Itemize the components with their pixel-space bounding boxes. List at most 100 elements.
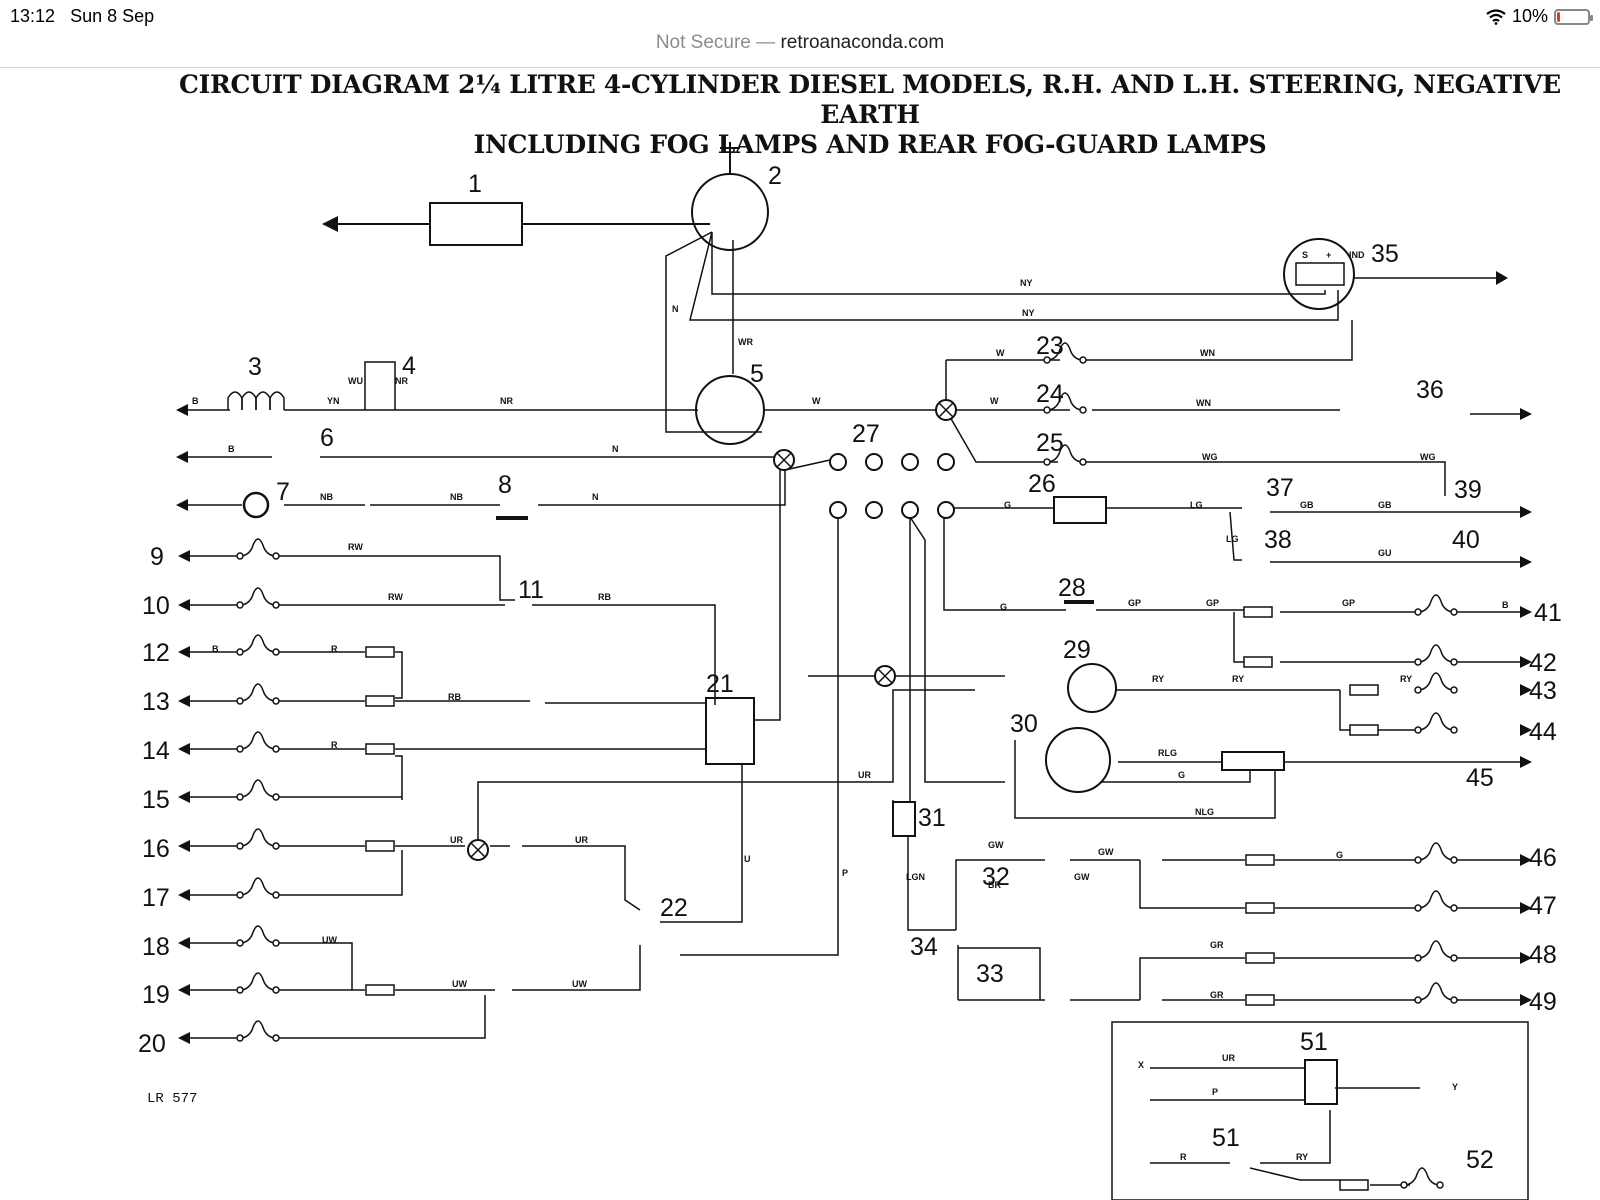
wire-code: NY: [1022, 308, 1035, 318]
wire-code: P: [842, 868, 848, 878]
resistor-symbol: [1245, 952, 1275, 964]
wire-code: RW: [348, 542, 363, 552]
resistor-symbol: [1349, 684, 1379, 696]
component-label: 51: [1300, 1028, 1328, 1056]
component-label: 24: [1036, 380, 1064, 408]
component-label: 35: [1371, 240, 1399, 268]
wire-code: UR: [858, 770, 871, 780]
diagram-title: CIRCUIT DIAGRAM 2¼ LITRE 4-CYLINDER DIES…: [170, 70, 1570, 160]
component-label: 40: [1452, 526, 1480, 554]
wire-code: NR: [395, 376, 408, 386]
bulb-symbol: [236, 587, 280, 609]
address-bar[interactable]: Not Secure — retroanaconda.com: [0, 30, 1600, 68]
component-label: 28: [1058, 574, 1086, 602]
wire-code: UW: [452, 979, 467, 989]
wire-code: UR: [575, 835, 588, 845]
component-label: 32: [982, 863, 1010, 891]
bulb-symbol: [236, 634, 280, 656]
wire-code: RLG: [1158, 748, 1177, 758]
resistor-symbol: [1245, 902, 1275, 914]
component-label: 44: [1529, 718, 1557, 746]
connector-ring: [937, 453, 955, 471]
bulb-symbol: [1414, 890, 1458, 912]
resistor-symbol: [365, 840, 395, 852]
bulb-symbol: [1043, 444, 1087, 466]
wifi-icon: [1486, 8, 1506, 25]
wire-code: GB: [1378, 500, 1392, 510]
warning-lamp-symbol: [467, 839, 489, 861]
component-label: 41: [1534, 599, 1562, 627]
wire-code: WG: [1420, 452, 1436, 462]
wire-code: N: [612, 444, 619, 454]
bulb-symbol: [1414, 940, 1458, 962]
connector-ring: [901, 501, 919, 519]
switch-30: [1045, 727, 1111, 793]
wire-code: YN: [327, 396, 340, 406]
wire-code: Y: [1452, 1082, 1458, 1092]
wire-arrow: [1520, 952, 1532, 964]
wire-code: N: [592, 492, 599, 502]
component-label: 29: [1063, 636, 1091, 664]
component-label: 4: [402, 352, 416, 380]
wire-code: GW: [988, 840, 1004, 850]
heater-plug-symbol: [241, 391, 257, 410]
wire-arrow: [1520, 902, 1532, 914]
component-label: 33: [976, 960, 1004, 988]
wire-code: NLG: [1195, 807, 1214, 817]
security-label: Not Secure: [655, 32, 751, 53]
battery-percent: 10%: [1511, 6, 1548, 26]
component-label: 36: [1416, 376, 1444, 404]
component-label: 25: [1036, 429, 1064, 457]
wire-code: WN: [1200, 348, 1215, 358]
component-label: 7: [276, 478, 290, 506]
bulb-symbol: [1414, 712, 1458, 734]
wire-code: U: [744, 854, 751, 864]
connector-ring: [829, 453, 847, 471]
component-label: 15: [142, 786, 170, 814]
wire-code: RY: [1400, 674, 1412, 684]
wire-code: WR: [738, 337, 753, 347]
wire-code: B: [1502, 600, 1509, 610]
wire-code: RW: [388, 592, 403, 602]
wire-code: NB: [320, 492, 333, 502]
wire-arrow: [176, 404, 188, 416]
wire-code: GP: [1128, 598, 1141, 608]
component-label: 1: [468, 170, 482, 198]
terminal-label: S: [1302, 250, 1308, 260]
component-label: 3: [248, 353, 262, 381]
bulb-symbol: [236, 538, 280, 560]
component-label: 34: [910, 933, 938, 961]
component-label: 27: [852, 420, 880, 448]
component-label: 17: [142, 884, 170, 912]
component-label: 14: [142, 737, 170, 765]
terminal-label: +: [1326, 250, 1331, 260]
wire-code: BR: [988, 880, 1001, 890]
resistor-symbol: [1243, 606, 1273, 618]
wire-arrow: [1520, 506, 1532, 518]
wire-code: WG: [1202, 452, 1218, 462]
wire-code: GW: [1074, 872, 1090, 882]
wire-code: RY: [1232, 674, 1244, 684]
wire-arrow: [1520, 854, 1532, 866]
component-label: 8: [498, 471, 512, 499]
wire-code: WN: [1196, 398, 1211, 408]
bulb-symbol: [236, 972, 280, 994]
wire-code: GR: [1210, 990, 1224, 1000]
wire-arrow: [178, 1032, 190, 1044]
wire-code: GU: [1378, 548, 1392, 558]
wire-arrow: [1520, 994, 1532, 1006]
component-label: 22: [660, 894, 688, 922]
status-time: 13:12 Sun 8 Sep: [10, 6, 155, 26]
bulb-symbol: [236, 683, 280, 705]
component-label: 45: [1466, 764, 1494, 792]
wire-code: LG: [1226, 534, 1239, 544]
wire-code: X: [1138, 1060, 1144, 1070]
wire-code: NY: [1020, 278, 1033, 288]
domain-text[interactable]: retroanaconda.com: [780, 32, 945, 53]
wire-arrow: [178, 984, 190, 996]
connector-ring: [901, 453, 919, 471]
bulb-symbol: [236, 828, 280, 850]
relay-26: [1053, 496, 1107, 524]
wire-code: R: [331, 644, 338, 654]
